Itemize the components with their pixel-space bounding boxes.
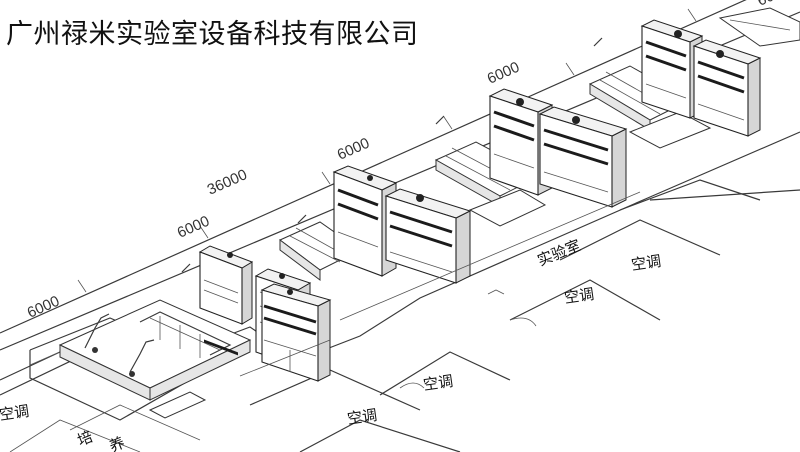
- total-dimension-label: 36000: [205, 166, 250, 198]
- bay-dimension-label: 6000: [175, 213, 212, 242]
- fume-hood-group-4: [640, 7, 800, 137]
- ac-room-label: 空调: [630, 252, 662, 274]
- room-label-partial: 养: [107, 433, 128, 452]
- fume-hood: [260, 283, 332, 382]
- bay-dimension-label: 6000: [485, 59, 522, 88]
- end-tick-marks: [181, 37, 603, 273]
- fume-hood: [384, 188, 472, 284]
- ac-room-label: 空调: [422, 372, 454, 394]
- fume-hood: [198, 245, 254, 356]
- ac-room-label-partial: 空调: [0, 402, 30, 424]
- bay-dimension-label: 6000: [25, 293, 62, 322]
- ac-room-label: 空调: [346, 406, 378, 428]
- fume-hood: [640, 19, 704, 119]
- bay-dimension-label: 6000: [335, 135, 372, 164]
- bay-dimension-label: 600: [755, 0, 785, 10]
- company-title: 广州禄米实验室设备科技有限公司: [6, 19, 419, 50]
- ac-room-label: 空调: [563, 285, 595, 307]
- left-bench-area: [58, 299, 252, 419]
- fume-hood: [538, 106, 628, 208]
- floor-dimension-ticks: [239, 191, 641, 377]
- fume-hood: [692, 39, 762, 137]
- floor-outline: [0, 131, 800, 452]
- room-label-partial: 培: [75, 427, 96, 449]
- fume-hood-group-3: [488, 65, 712, 208]
- lab-room-label: 实验室: [535, 236, 583, 270]
